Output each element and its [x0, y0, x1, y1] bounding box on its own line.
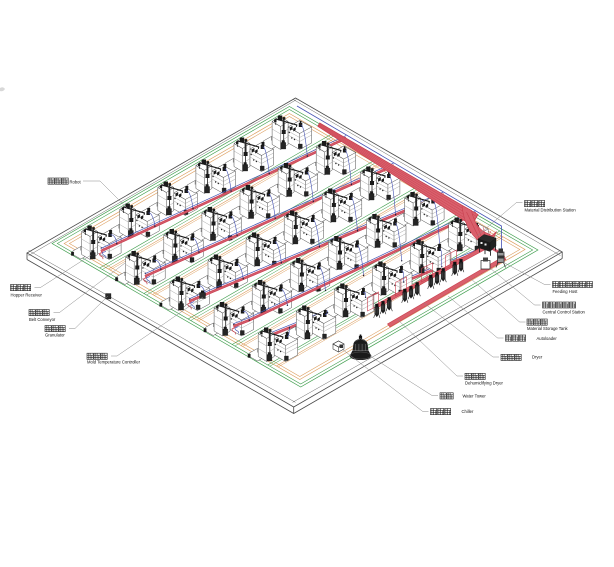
- svg-text:Central Control Station: Central Control Station: [543, 309, 586, 314]
- svg-text:Material Distribution Station: Material Distribution Station: [525, 208, 577, 213]
- svg-text:Chiller: Chiller: [462, 409, 474, 414]
- svg-text:Robot: Robot: [70, 180, 82, 185]
- svg-text:Material Storage Tank: Material Storage Tank: [527, 326, 569, 331]
- svg-text:Autoloader: Autoloader: [537, 336, 558, 341]
- svg-text:Hopper Receiver: Hopper Receiver: [11, 293, 43, 298]
- svg-text:Water Tower: Water Tower: [463, 394, 487, 399]
- svg-text:Belt Conveyor: Belt Conveyor: [29, 317, 56, 322]
- svg-text:Dryer: Dryer: [532, 355, 543, 360]
- svg-text:Dehumidifying Dryer: Dehumidifying Dryer: [465, 380, 504, 385]
- svg-text:Granulator: Granulator: [45, 333, 65, 338]
- svg-text:Feeding Host: Feeding Host: [553, 289, 579, 294]
- svg-text:Mold Temperature Controller: Mold Temperature Controller: [87, 360, 141, 365]
